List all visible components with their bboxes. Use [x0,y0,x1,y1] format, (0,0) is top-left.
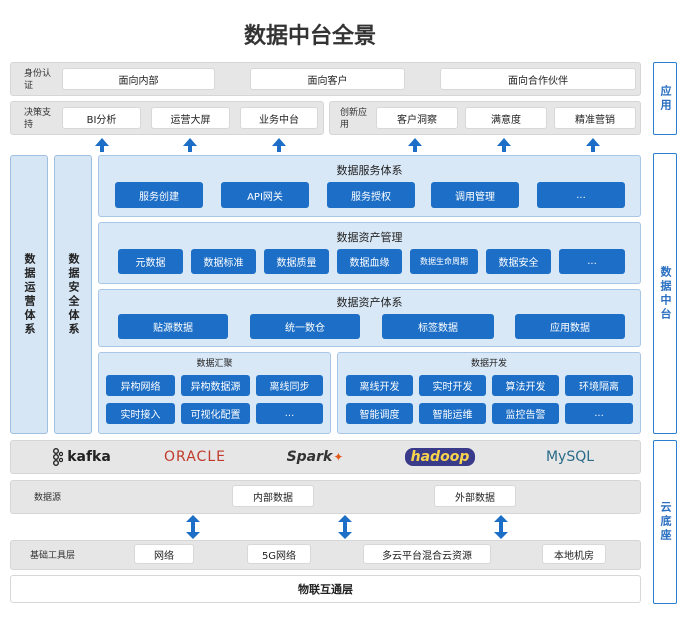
asset-sys-item-app[interactable]: 应用数据 [515,314,625,339]
service-item-more[interactable]: ... [537,182,625,208]
asset-mgmt-item-meta[interactable]: 元数据 [118,249,183,274]
side-label-middle: 数据中台 [653,153,677,434]
aggregation-item-offline-sync[interactable]: 离线同步 [256,375,323,396]
datasource-item-external[interactable]: 外部数据 [434,485,516,507]
side-label-app: 应用 [653,62,677,135]
identity-item-customer[interactable]: 面向客户 [250,68,405,90]
asset-mgmt-item-quality[interactable]: 数据质量 [264,249,329,274]
aggregation-item-network[interactable]: 异构网络 [106,375,175,396]
asset-sys-item-warehouse[interactable]: 统一数仓 [250,314,360,339]
development-item-offline[interactable]: 离线开发 [346,375,413,396]
aggregation-item-visual-config[interactable]: 可视化配置 [181,403,250,424]
side-label-cloud: 云底座 [653,440,677,604]
panel-data-operation: 数据运营体系 [10,155,48,434]
asset-mgmt-title: 数据资产管理 [336,231,403,244]
development-item-algorithm[interactable]: 算法开发 [492,375,559,396]
asset-sys-item-tag[interactable]: 标签数据 [382,314,494,339]
mysql-logo: MySQL [545,449,595,465]
page-title: 数据中台全景 [243,24,376,49]
asset-mgmt-item-lifecycle[interactable]: 数据生命周期 [410,249,478,274]
kafka-icon [53,448,64,466]
arrow-up-icon [586,138,600,152]
identity-label: 身份认证 [24,69,52,91]
asset-mgmt-item-security[interactable]: 数据安全 [486,249,551,274]
arrow-up-icon [272,138,286,152]
development-item-more[interactable]: ... [565,403,633,424]
tech-logos-band [10,440,641,474]
innovation-label: 创新应用 [340,108,368,130]
aggregation-item-more[interactable]: ... [256,403,323,424]
bidirectional-arrow-icon [338,515,352,539]
datasource-item-internal[interactable]: 内部数据 [232,485,314,507]
bidirectional-arrow-icon [494,515,508,539]
infra-item-network[interactable]: 网络 [134,544,194,564]
infra-item-datacenter[interactable]: 本地机房 [542,544,606,564]
datasource-label: 数据源 [34,493,62,503]
infra-band [10,540,641,570]
asset-mgmt-item-standard[interactable]: 数据标准 [191,249,256,274]
service-item-auth[interactable]: 服务授权 [327,182,415,208]
aggregation-item-datasource[interactable]: 异构数据源 [181,375,250,396]
arrow-up-icon [408,138,422,152]
development-item-alert[interactable]: 监控告警 [492,403,559,424]
asset-sys-item-source[interactable]: 贴源数据 [118,314,228,339]
decision-item-dashboard[interactable]: 运营大屏 [151,107,230,129]
development-title: 数据开发 [470,359,507,369]
service-item-call[interactable]: 调用管理 [431,182,519,208]
decision-item-bi[interactable]: BI分析 [62,107,141,129]
identity-item-partner[interactable]: 面向合作伙伴 [440,68,636,90]
asset-mgmt-item-more[interactable]: ... [559,249,625,274]
arrow-up-icon [95,138,109,152]
identity-item-internal[interactable]: 面向内部 [62,68,215,90]
aggregation-title: 数据汇聚 [196,359,233,369]
datasource-band [10,480,641,514]
infra-item-5g[interactable]: 5G网络 [247,544,311,564]
panel-data-security: 数据安全体系 [54,155,92,434]
development-item-ops[interactable]: 智能运维 [419,403,486,424]
asset-sys-title: 数据资产体系 [336,296,403,309]
oracle-logo: ORACLE [164,449,226,465]
development-item-scheduling[interactable]: 智能调度 [346,403,413,424]
innovation-item-satisfaction[interactable]: 满意度 [465,107,547,129]
arrow-up-icon [183,138,197,152]
kafka-logo: kafka [40,446,120,468]
development-item-isolation[interactable]: 环境隔离 [565,375,633,396]
service-item-create[interactable]: 服务创建 [115,182,203,208]
innovation-item-insight[interactable]: 客户洞察 [376,107,458,129]
spark-star-icon: ✦ [333,450,344,464]
infra-item-hybrid-cloud[interactable]: 多云平台混合云资源 [363,544,491,564]
service-item-gateway[interactable]: API网关 [221,182,309,208]
aggregation-item-realtime[interactable]: 实时接入 [106,403,175,424]
infra-label: 基础工具层 [30,551,76,561]
hadoop-logo: hadoop [390,444,490,470]
service-title: 数据服务体系 [336,164,403,177]
spark-logo: Spark ✦ [286,449,344,465]
development-item-realtime[interactable]: 实时开发 [419,375,486,396]
iot-layer[interactable]: 物联互通层 [10,575,641,603]
decision-item-business[interactable]: 业务中台 [240,107,318,129]
bidirectional-arrow-icon [186,515,200,539]
asset-mgmt-item-lineage[interactable]: 数据血缘 [337,249,402,274]
arrow-up-icon [497,138,511,152]
decision-label: 决策支持 [24,108,52,130]
innovation-item-marketing[interactable]: 精准营销 [554,107,636,129]
